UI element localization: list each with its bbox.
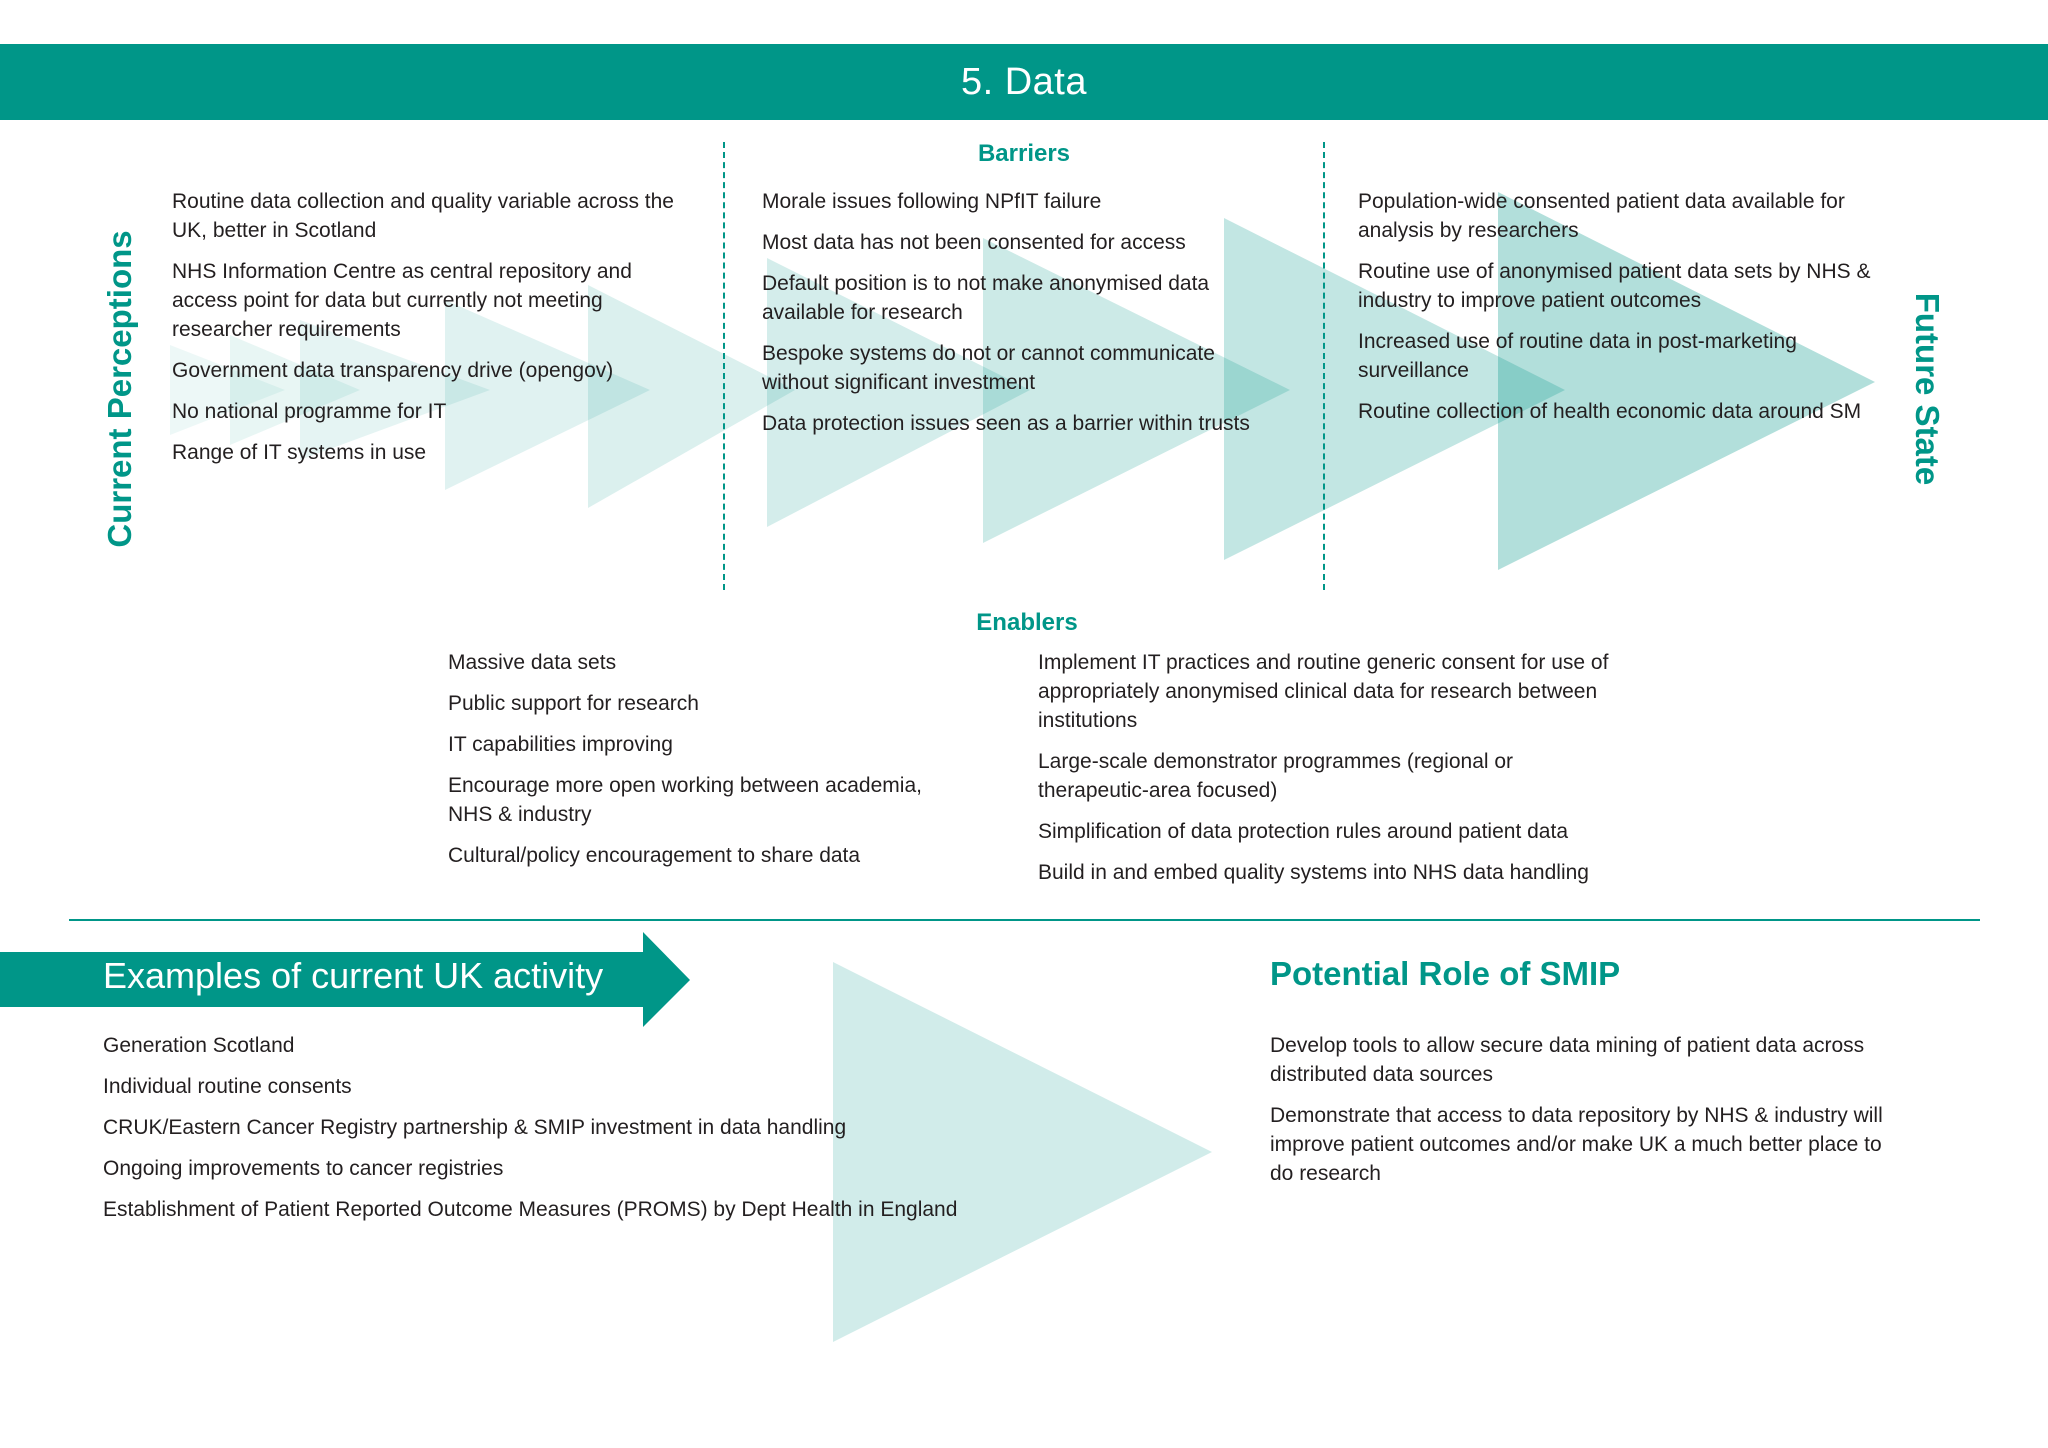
smip-title: Potential Role of SMIP xyxy=(1270,955,1621,992)
list-item: Simplification of data protection rules … xyxy=(1038,820,1568,843)
future-state-label: Future State xyxy=(1909,292,1946,486)
section-divider xyxy=(69,919,1980,921)
header-band: 5. Data xyxy=(0,44,2048,120)
list-item: Routine use of anonymised patient data s… xyxy=(1358,260,1871,312)
list-item: Increased use of routine data in post-ma… xyxy=(1358,330,1797,382)
list-item: Massive data sets xyxy=(448,651,617,674)
list-item: Default position is to not make anonymis… xyxy=(762,272,1210,324)
barriers-list: Morale issues following NPfIT failure Mo… xyxy=(762,187,1282,450)
chevron-arrow xyxy=(767,258,1030,527)
list-item: Routine collection of health economic da… xyxy=(1358,400,1862,423)
list-item: Establishment of Patient Reported Outcom… xyxy=(103,1198,958,1221)
list-item: Large-scale demonstrator programmes (reg… xyxy=(1038,750,1514,802)
list-item: Generation Scotland xyxy=(103,1034,295,1057)
page-title: 5. Data xyxy=(960,60,1088,103)
list-item: CRUK/Eastern Cancer Registry partnership… xyxy=(103,1116,847,1139)
current-perceptions-list: Routine data collection and quality vari… xyxy=(172,187,692,479)
chevron-arrow xyxy=(983,238,1290,543)
list-item: Morale issues following NPfIT failure xyxy=(762,190,1102,213)
future-state-list: Population-wide consented patient data a… xyxy=(1358,187,1888,438)
list-item: Demonstrate that access to data reposito… xyxy=(1270,1104,1883,1185)
chevron-arrow xyxy=(1498,192,1875,570)
enablers-left-list: Massive data sets Public support for res… xyxy=(448,648,968,882)
list-item: NHS Information Centre as central reposi… xyxy=(172,260,632,341)
current-perceptions-label: Current Perceptions xyxy=(101,230,138,548)
list-item: Routine data collection and quality vari… xyxy=(172,190,674,242)
list-item: Government data transparency drive (open… xyxy=(172,359,614,382)
chevron-arrow xyxy=(445,300,650,490)
list-item: Build in and embed quality systems into … xyxy=(1038,861,1589,884)
list-item: Range of IT systems in use xyxy=(172,441,427,464)
examples-banner-arrow xyxy=(0,932,690,1027)
list-item: Encourage more open working between acad… xyxy=(448,774,922,826)
chevron-arrow xyxy=(230,335,360,445)
list-item: Ongoing improvements to cancer registrie… xyxy=(103,1157,504,1180)
large-triangle xyxy=(833,962,1212,1342)
list-item: No national programme for IT xyxy=(172,400,447,423)
chevron-arrow xyxy=(300,320,490,460)
chevron-arrow xyxy=(1224,218,1565,560)
barriers-title: Barriers xyxy=(977,140,1071,167)
chevron-arrow xyxy=(170,345,285,435)
examples-title: Examples of current UK activity xyxy=(103,955,604,996)
smip-list: Develop tools to allow secure data minin… xyxy=(1270,1031,1910,1200)
enablers-title: Enablers xyxy=(976,609,1078,636)
list-item: Bespoke systems do not or cannot communi… xyxy=(762,342,1215,394)
list-item: Cultural/policy encouragement to share d… xyxy=(448,844,861,867)
examples-list: Generation Scotland Individual routine c… xyxy=(103,1031,1063,1236)
list-item: Data protection issues seen as a barrier… xyxy=(762,412,1250,435)
list-item: Develop tools to allow secure data minin… xyxy=(1270,1034,1865,1086)
enablers-right-list: Implement IT practices and routine gener… xyxy=(1038,648,1618,899)
list-item: Implement IT practices and routine gener… xyxy=(1038,651,1609,732)
list-item: Most data has not been consented for acc… xyxy=(762,231,1186,254)
list-item: Public support for research xyxy=(448,692,699,715)
list-item: Population-wide consented patient data a… xyxy=(1358,190,1845,242)
dashed-separator-right xyxy=(1323,142,1325,590)
list-item: IT capabilities improving xyxy=(448,733,673,756)
chevron-arrow xyxy=(588,285,795,508)
dashed-separator-left xyxy=(723,142,725,590)
list-item: Individual routine consents xyxy=(103,1075,352,1098)
